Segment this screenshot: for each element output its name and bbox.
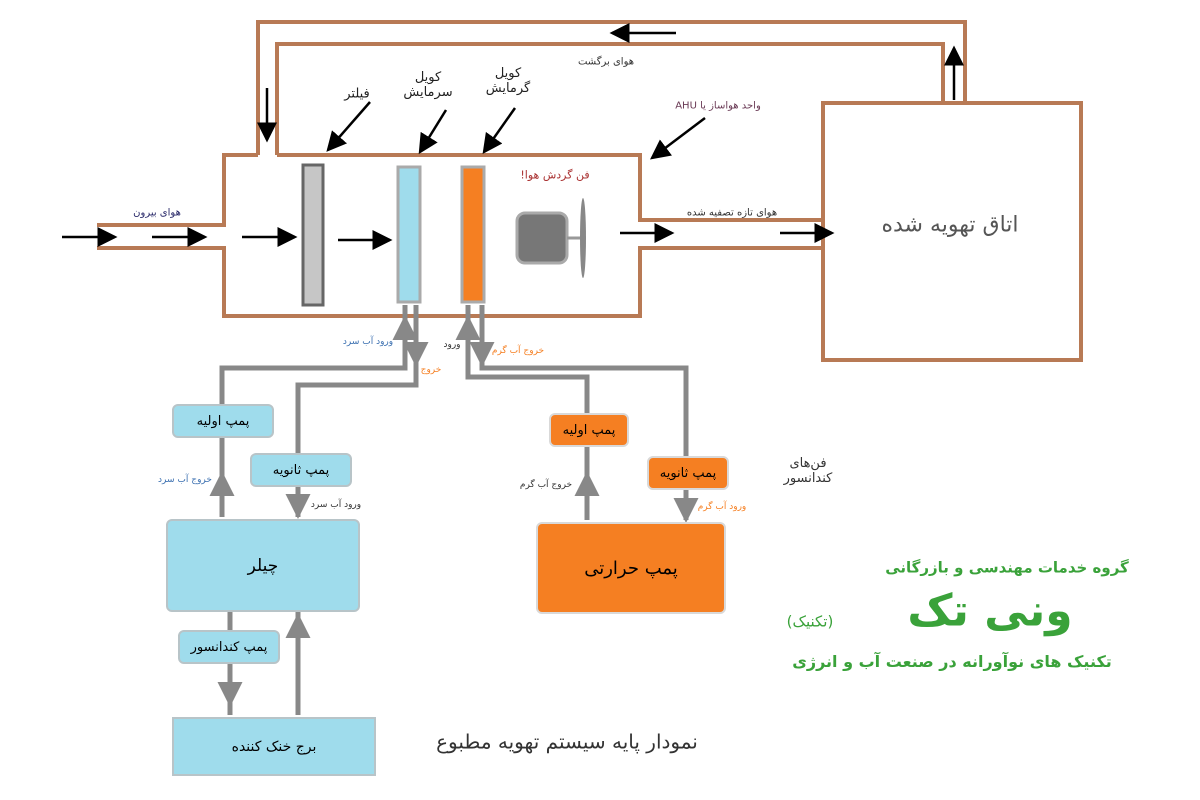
fan-blade	[580, 198, 586, 278]
filter-label: فیلتر	[344, 86, 370, 102]
secondary-pump-hot: پمپ ثانویه	[647, 456, 729, 490]
heat-pump: پمپ حرارتی	[536, 522, 726, 614]
water-pipes	[219, 305, 689, 715]
logo-sub: (تکنیک)	[786, 612, 834, 631]
hot-out-top-label: خروج آب گرم	[491, 345, 545, 356]
duct-outline	[97, 20, 1083, 362]
heating-coil	[460, 165, 486, 304]
in-top-label: ورود	[443, 339, 461, 350]
return-air-label: هوای برگشت	[577, 56, 635, 68]
cold-in-label: ورود آب سرد	[310, 499, 362, 510]
outside-air-label: هوای بیرون	[133, 207, 181, 219]
chiller: چیلر	[166, 519, 360, 612]
condenser-fans-label: فن‌های کندانسور	[783, 456, 833, 486]
room-label: اتاق تهویه شده	[881, 212, 1019, 238]
primary-pump-hot: پمپ اولیه	[549, 413, 629, 447]
fresh-air-label: هوای تازه تصفیه شده	[686, 207, 778, 219]
cooling-tower: برج خنک کننده	[172, 717, 376, 776]
cold-in-top-label: ورود آب سرد	[342, 336, 394, 347]
secondary-pump-cold: پمپ ثانویه	[250, 453, 352, 487]
heating-coil-label: کویل گرمایش	[485, 66, 531, 96]
hot-out-label: خروج آب گرم	[519, 479, 573, 490]
diagram-title: نمودار پایه سیستم تهویه مطبوع	[436, 729, 698, 754]
pipe-arrows	[209, 315, 699, 707]
logo-brand: ونی تک	[907, 585, 1073, 637]
hot-in-label: ورود آب گرم	[697, 501, 747, 512]
fan-motor	[515, 211, 569, 265]
cooling-coil-label: کویل سرمایش	[403, 70, 453, 100]
condenser-pump: پمپ کندانسور	[178, 630, 280, 664]
logo-line1: گروه خدمات مهندسی و بازرگانی	[885, 558, 1129, 577]
fan-label: فن گردش هوا!	[520, 168, 590, 182]
out-top-label: خروج	[420, 364, 442, 375]
filter	[301, 163, 325, 307]
primary-pump-cold: پمپ اولیه	[172, 404, 274, 438]
air-arrows	[62, 23, 964, 250]
cooling-coil	[396, 165, 422, 304]
cold-out-label: خروج آب سرد	[158, 474, 212, 485]
logo-slogan: تکنیک های نوآورانه در صنعت آب و انرژی	[792, 651, 1112, 671]
ahu-label: واحد هواساز یا AHU	[675, 100, 761, 112]
